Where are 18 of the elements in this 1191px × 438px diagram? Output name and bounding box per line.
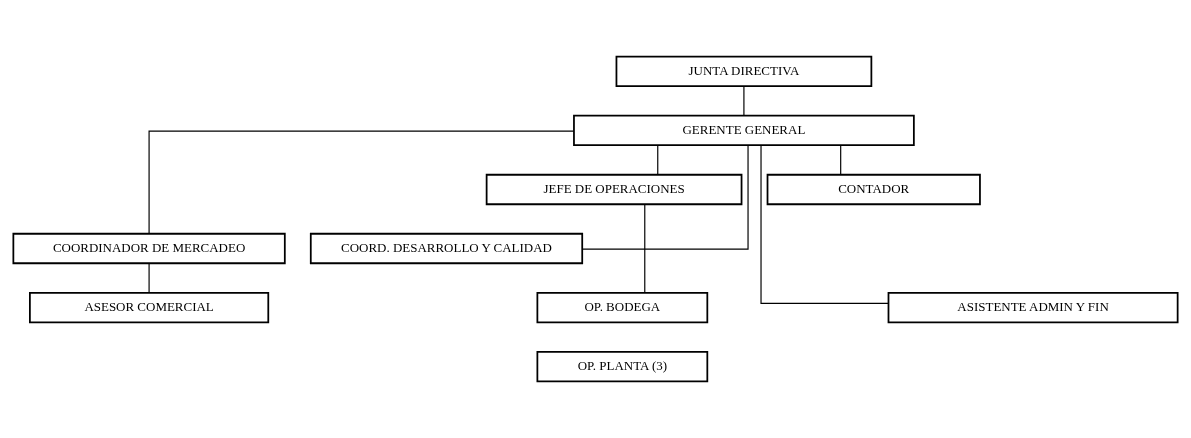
node-box: ASISTENTE ADMIN Y FIN [887,291,1179,324]
connector [760,144,889,304]
node-box: CONTADOR [766,173,981,206]
node-box: OP. BODEGA [536,291,709,324]
node-box: OP. PLANTA (3) [536,350,709,383]
connector [148,130,575,235]
node-box: ASESOR COMERCIAL [29,291,270,324]
node-box: GERENTE GENERAL [573,114,915,147]
node-box: COORDINADOR DE MERCADEO [12,232,286,265]
connector [657,144,659,175]
node-box: JUNTA DIRECTIVA [615,55,873,88]
node-box: JEFE DE OPERACIONES [485,173,743,206]
connector [840,144,842,175]
connector [743,85,745,116]
node-box: COORD. DESARROLLO Y CALIDAD [309,232,584,265]
connector [581,144,749,250]
connector [644,203,646,294]
connector [148,262,150,293]
